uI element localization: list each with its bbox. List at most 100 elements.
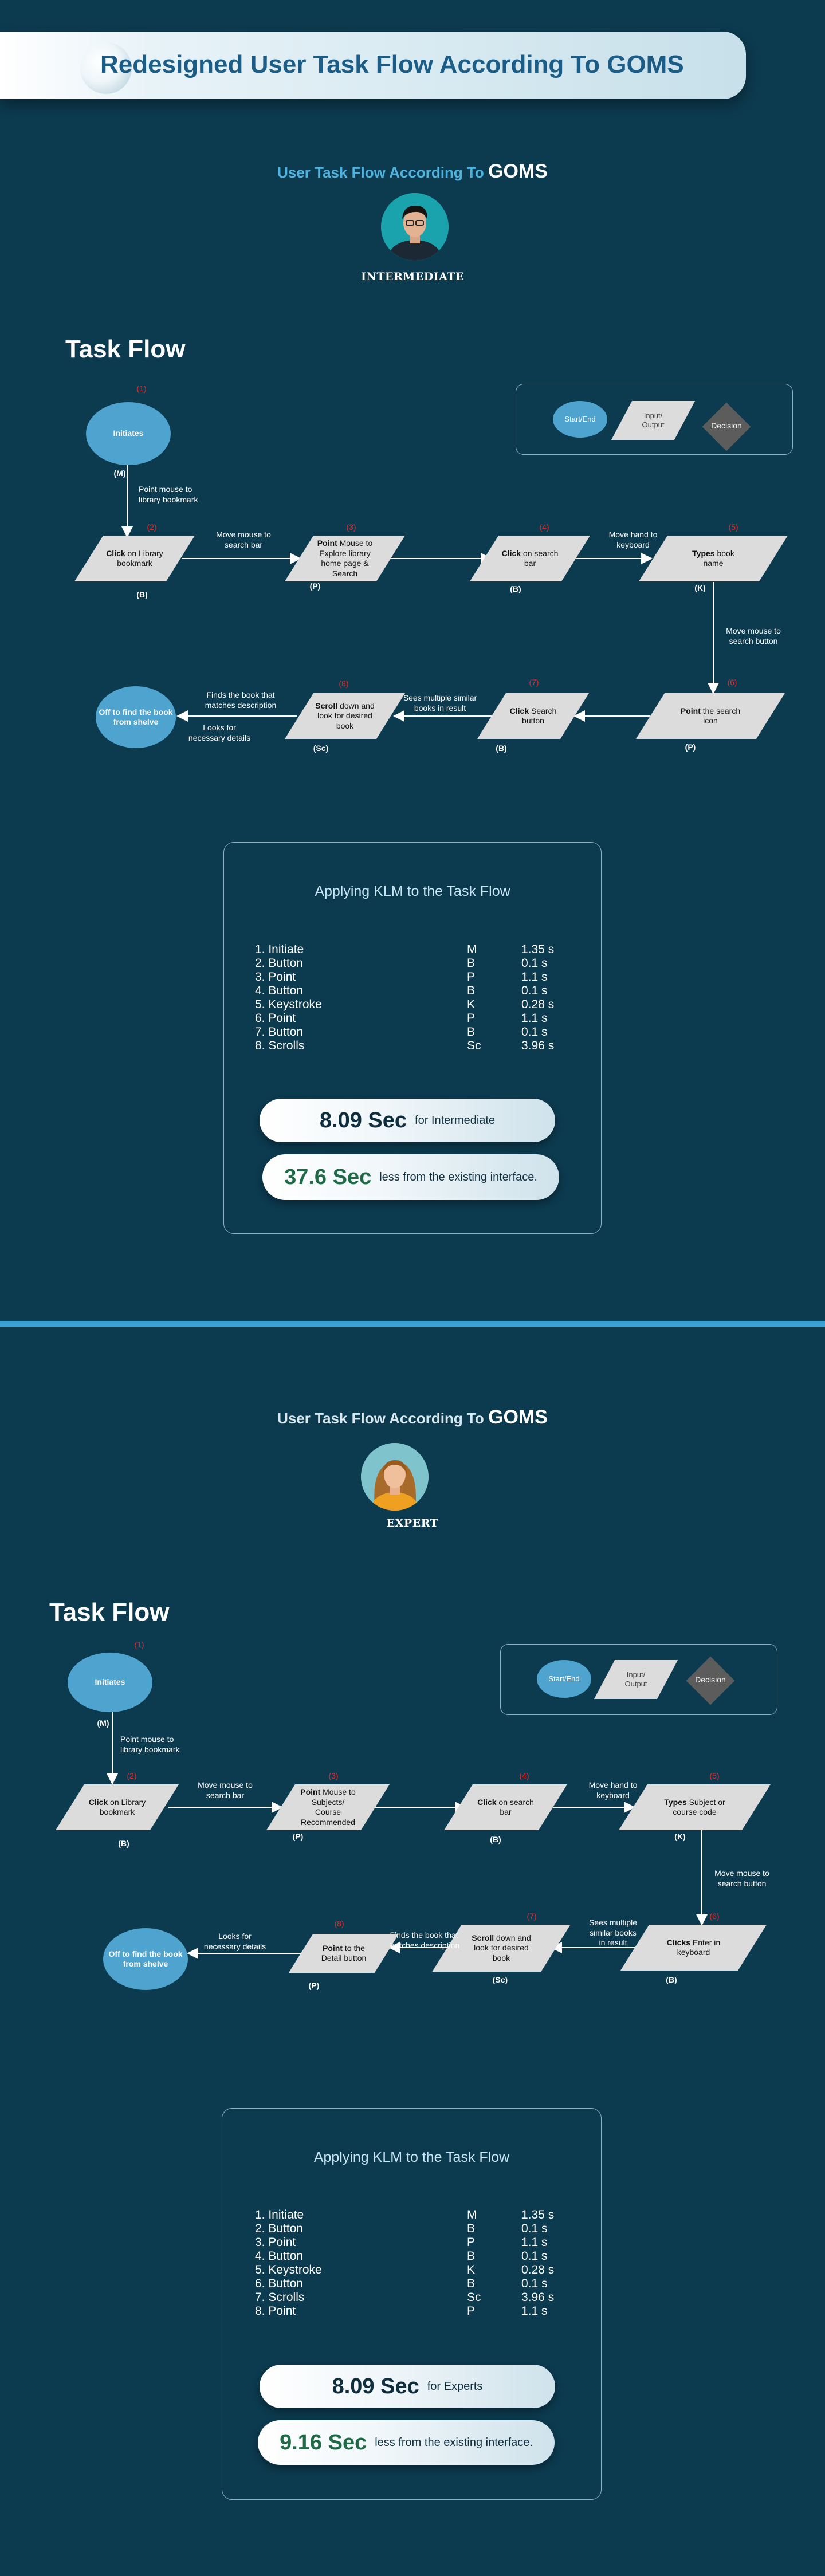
step-number-3: (3) [346,522,356,532]
node-5-text: Subject or course code [673,1797,725,1817]
time-saving-value: 37.6 Sec [284,1165,372,1189]
node-step-8: Point to the Detail button [288,1934,399,1973]
node-2-text: on Library bookmark [99,1797,146,1817]
node-5-bold: Types [664,1797,687,1807]
node-6-text: the search icon [702,706,741,726]
node-4-bold: Click [501,548,521,558]
node-step-5: Types book name [639,536,788,581]
legend-input-output: Input/ Output [611,401,696,440]
node-3-text: Mouse to Subjects/ Course Recommended [301,1787,356,1827]
step-number-4: (4) [519,1771,529,1780]
legend-input-output: Input/ Output [594,1660,678,1699]
node-step-7: Click Search button [477,693,589,739]
node-2-bold: Click [106,548,125,558]
klm-title: Applying KLM to the Task Flow [313,2149,510,2165]
legend-box [516,384,793,455]
node-7-text: down and look for desired book [474,1933,531,1963]
time-saving-pill: 9.16 Sec less from the existing interfac… [258,2420,555,2465]
edge-label-4: Move hand to keyboard [608,530,658,549]
node-8-bold: Scroll [315,701,338,710]
node-6-bold: Point [680,706,701,715]
avatar-intermediate [381,193,449,261]
klm-title: Applying KLM to the Task Flow [315,883,510,899]
step-number-7: (7) [527,1912,537,1921]
node-5-text: book name [703,548,734,568]
total-time-label: for Experts [427,2380,483,2393]
node-step-6: Point the search icon [636,693,785,739]
time-saving-label: less from the existing interface. [375,2436,533,2449]
legend-decision-label: Decision [711,421,742,430]
node-step-2: Click on Library bookmark [74,536,195,581]
page-title: Redesigned User Task Flow According To G… [100,50,684,78]
node-3-bold: Point [300,1787,321,1796]
step-number-7: (7) [529,678,539,687]
klm-card [222,2108,602,2500]
avatar-expert [361,1443,429,1511]
node-7-text: Search button [522,706,557,726]
op-label-7: (B) [496,744,507,753]
node-5-bold: Types [692,548,715,558]
edge-label-1: Point mouse to library bookmark [120,1735,180,1754]
total-time-label: for Intermediate [415,1114,496,1127]
total-time-pill: 8.09 Sec for Intermediate [260,1099,555,1142]
total-time-pill: 8.09 Sec for Experts [260,2365,555,2408]
subtitle-prefix: User Task Flow According To [277,1410,484,1427]
step-number-2: (2) [147,522,157,532]
edge-label-4: Move hand to keyboard [588,1780,638,1800]
end-node: Off to find the book from shelve [96,686,176,748]
node-step-8: Scroll down and look for desired book [285,693,405,739]
step-number-8: (8) [334,1919,344,1928]
task-flow-title: Task Flow [65,335,186,363]
subtitle-goms: GOMS [488,160,548,182]
total-time-value: 8.09 Sec [332,2374,419,2398]
time-saving-pill: 37.6 Sec less from the existing interfac… [262,1154,559,1200]
op-label-5: (K) [694,583,706,592]
op-label-6: (B) [666,1975,677,1984]
legend-start-end: Start/End [553,401,607,438]
section-subtitle: User Task Flow According To GOMS [0,160,825,183]
step-number-1: (1) [136,384,147,393]
start-node: Initiates [68,1653,152,1712]
node-6-text: Enter in keyboard [677,1937,721,1957]
edge-label-1: Point mouse to library bookmark [139,485,198,504]
level-label: INTERMEDIATE [361,270,464,283]
op-label-7: (Sc) [492,1975,508,1984]
edge-label-6: Sees multiple similar books in result [588,1918,638,1947]
legend-box [500,1644,777,1715]
node-step-7: Scroll down and look for desired book [432,1925,571,1972]
step-number-5: (5) [728,522,738,532]
section-subtitle: User Task Flow According To GOMS [0,1406,825,1429]
step-number-1: (1) [134,1640,144,1649]
op-label-4: (B) [510,584,521,593]
legend-decision-label: Decision [695,1675,726,1684]
node-step-3: Point Mouse to Explore library home page… [285,536,405,581]
node-step-4: Click on search bar [470,536,590,581]
subtitle-prefix: User Task Flow According To [277,164,484,181]
node-8-text: to the Detail button [321,1943,367,1963]
op-label-2: (B) [136,590,148,599]
op-label-3: (P) [309,581,321,591]
node-4-bold: Click [477,1797,497,1807]
edge-label-5: Move mouse to search button [714,1869,769,1888]
op-label-1: (M) [113,469,126,478]
op-label-2: (B) [118,1839,129,1848]
node-8-bold: Point [323,1943,343,1953]
node-step-5: Types Subject or course code [619,1784,771,1830]
task-flow-title: Task Flow [49,1598,170,1626]
node-7-bold: Scroll [472,1933,494,1942]
time-saving-label: less from the existing interface. [379,1170,537,1183]
node-step-6: Clicks Enter in keyboard [620,1925,767,1971]
